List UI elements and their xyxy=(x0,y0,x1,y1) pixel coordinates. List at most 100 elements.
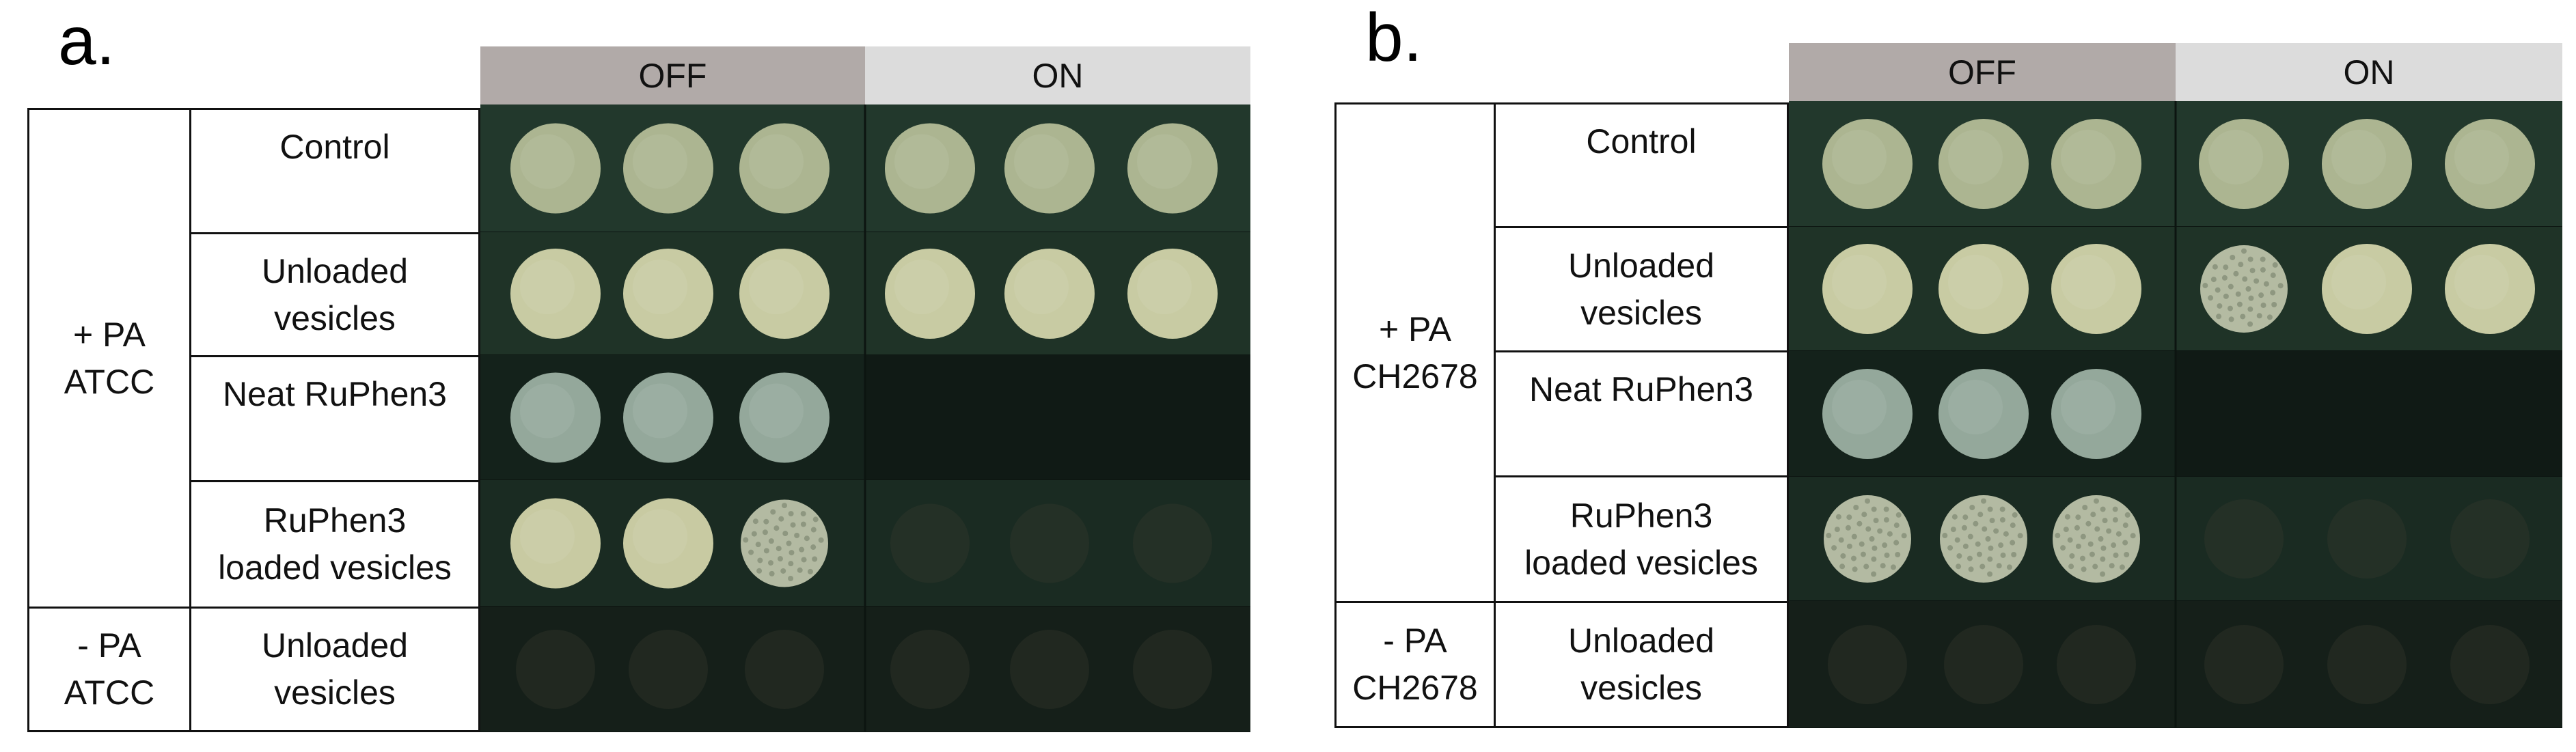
colony-speckle xyxy=(768,538,774,544)
colony-speckle xyxy=(756,568,763,574)
colony-speckle xyxy=(789,550,795,556)
colony-speckle xyxy=(1869,536,1875,542)
colony-spot xyxy=(623,498,713,589)
colony-speckle xyxy=(801,557,807,563)
colony-speckle xyxy=(763,548,769,554)
colony-speckle xyxy=(2215,287,2221,293)
colony-speckle xyxy=(1845,525,1851,531)
colony-speckle xyxy=(788,511,794,517)
colony-spot xyxy=(1127,249,1218,339)
colony-highlight xyxy=(1832,255,1887,309)
colony-speckle xyxy=(1826,533,1832,539)
row-label-a-control: Control xyxy=(189,108,480,234)
colony-speckle xyxy=(2064,514,2070,520)
colony-speckle xyxy=(2277,283,2284,289)
colony-speckle xyxy=(1985,536,1991,542)
plate-strip-on xyxy=(2176,477,2562,601)
colony-speckle xyxy=(2202,283,2208,289)
plate-photo-a xyxy=(480,105,1250,732)
colony-speckle xyxy=(2242,276,2248,282)
colony-spot xyxy=(2051,119,2141,209)
colony-spot xyxy=(1822,244,1913,334)
colony-highlight xyxy=(894,134,949,189)
colony-speckle xyxy=(2236,301,2243,307)
colony-highlight xyxy=(633,383,687,438)
colony-speckle xyxy=(1871,506,1877,512)
colony-speckle xyxy=(778,516,784,522)
colony-speckle xyxy=(757,557,763,563)
colony-speckle xyxy=(2258,292,2264,298)
colony-speckle xyxy=(2100,506,2106,512)
colony-speckle xyxy=(2080,533,2086,540)
colony-speckle xyxy=(1901,533,1907,539)
colony-spot xyxy=(1824,495,1911,583)
colony-speckle xyxy=(2067,537,2073,543)
colony-spot xyxy=(1822,119,1913,209)
colony-speckle xyxy=(2223,264,2229,270)
colony-speckle xyxy=(2270,273,2276,279)
colony-highlight xyxy=(1832,380,1887,434)
colony-speckle xyxy=(1975,541,1981,547)
colony-speckle xyxy=(1951,514,1958,520)
colony-spot xyxy=(1940,495,2027,583)
colony-speckle xyxy=(2112,517,2118,523)
colony-speckle xyxy=(2075,543,2081,549)
colony-spot xyxy=(1822,369,1913,459)
colony-speckle xyxy=(1846,514,1852,520)
colony-spot xyxy=(2445,244,2535,334)
colony-speckle xyxy=(1846,543,1852,549)
colony-speckle xyxy=(2087,541,2094,547)
colony-spot xyxy=(885,249,975,339)
colony-speckle xyxy=(2228,283,2234,290)
row-label-b-control: Control xyxy=(1494,102,1789,228)
colony-speckle xyxy=(2122,523,2128,529)
colony-highlight xyxy=(1948,255,2003,309)
row-label-b-minus-unloaded: Unloaded vesicles xyxy=(1494,601,1789,728)
faint-spot xyxy=(2450,499,2530,579)
colony-highlight xyxy=(2331,255,2386,309)
colony-speckle xyxy=(2256,313,2262,319)
colony-speckle xyxy=(2230,254,2236,260)
colony-speckle xyxy=(1989,518,1995,524)
colony-speckle xyxy=(2124,512,2130,518)
colony-speckle xyxy=(2090,512,2096,518)
colony-speckle xyxy=(1942,533,1948,539)
faint-spot xyxy=(745,630,824,709)
colony-speckle xyxy=(797,567,803,573)
faint-spot xyxy=(516,630,595,709)
colony-spot xyxy=(739,123,830,214)
colony-speckle xyxy=(2094,498,2099,504)
colony-speckle xyxy=(2216,314,2222,320)
colony-highlight xyxy=(2331,130,2386,184)
faint-spot xyxy=(629,630,708,709)
colony-spot xyxy=(510,249,601,339)
colony-speckle xyxy=(1967,555,1973,561)
colony-spot xyxy=(2051,369,2141,459)
colony-speckle xyxy=(2240,314,2246,320)
header-off-b: OFF xyxy=(1789,43,2176,101)
colony-spot xyxy=(2445,119,2535,209)
colony-spot xyxy=(1938,119,2029,209)
colony-speckle xyxy=(752,518,758,525)
colony-speckle xyxy=(799,546,805,553)
colony-speckle xyxy=(755,542,761,548)
panel-letter-b: b. xyxy=(1365,0,1423,76)
colony-speckle xyxy=(2122,540,2128,546)
colony-speckle xyxy=(2235,291,2241,297)
colony-speckle xyxy=(1988,545,1994,551)
plate-image-b xyxy=(1789,101,2562,728)
colony-speckle xyxy=(1871,571,1877,577)
colony-speckle xyxy=(1877,528,1883,534)
plate-strip-off xyxy=(1789,601,2176,728)
colony-highlight xyxy=(1948,130,2003,184)
colony-speckle xyxy=(1831,545,1837,551)
colony-highlight xyxy=(1014,134,1069,189)
colony-spot xyxy=(2322,244,2412,334)
colony-speckle xyxy=(1872,545,1878,551)
colony-highlight xyxy=(520,383,575,438)
colony-highlight xyxy=(1832,130,1887,184)
colony-spot xyxy=(1127,123,1218,214)
colony-speckle xyxy=(2263,281,2269,287)
colony-speckle xyxy=(2081,566,2087,572)
colony-speckle xyxy=(1834,527,1840,533)
